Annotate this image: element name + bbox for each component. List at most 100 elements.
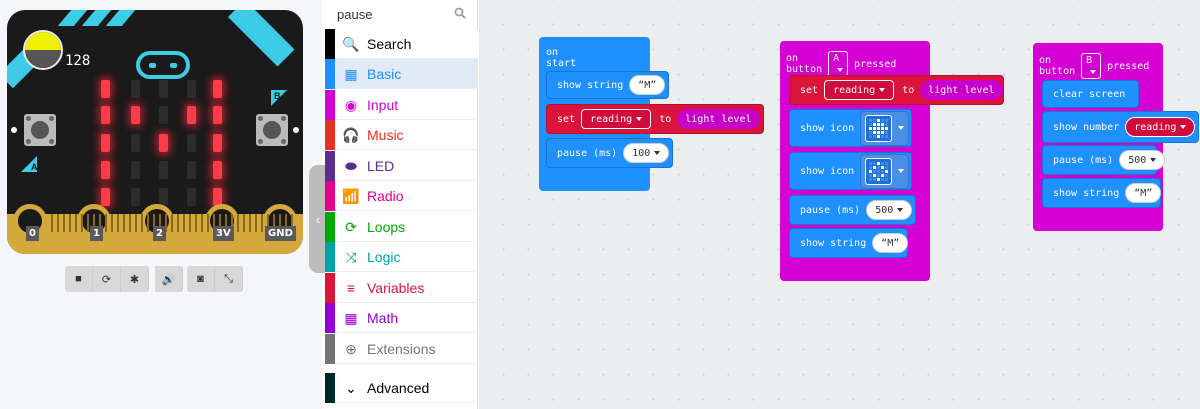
button-a[interactable] bbox=[24, 114, 56, 146]
fullscreen-button[interactable]: ⤡ bbox=[215, 266, 243, 292]
simulator-toolbar-2: 🔊 bbox=[155, 266, 183, 292]
blocks-workspace[interactable]: on start show string “M” set reading to … bbox=[479, 0, 1200, 409]
connector-tooth bbox=[111, 214, 113, 232]
connector-tooth bbox=[153, 214, 155, 232]
toolbox-category-basic[interactable]: ▦Basic bbox=[325, 59, 478, 89]
connector-tooth bbox=[273, 214, 275, 232]
toolbox-category-search[interactable]: 🔍Search bbox=[325, 29, 478, 59]
pause-block[interactable]: pause (ms) 500 bbox=[1042, 145, 1166, 175]
connector-tooth bbox=[261, 214, 263, 232]
led bbox=[101, 134, 110, 152]
led bbox=[101, 80, 110, 98]
led bbox=[159, 134, 168, 152]
string-input[interactable]: “M” bbox=[629, 75, 666, 95]
toolbox-category-input[interactable]: ◉Input bbox=[325, 90, 478, 120]
toolbox-category-led[interactable]: ⬬LED bbox=[325, 151, 478, 181]
block-label: clear screen bbox=[1053, 88, 1126, 100]
variable-dropdown[interactable]: reading bbox=[581, 109, 652, 129]
restart-button[interactable]: ⟳ bbox=[93, 266, 121, 292]
collapse-simulator-button[interactable]: ‹ bbox=[309, 165, 327, 273]
block-label: pause (ms) bbox=[1053, 154, 1114, 166]
chevron-left-icon: ‹ bbox=[315, 211, 321, 227]
icon-picker[interactable] bbox=[860, 110, 910, 146]
stop-button[interactable]: ■ bbox=[65, 266, 93, 292]
string-input[interactable]: “M” bbox=[1125, 183, 1162, 203]
light-level-block[interactable]: light level bbox=[677, 109, 760, 129]
button-b[interactable] bbox=[256, 114, 288, 146]
variable-reporter[interactable]: reading bbox=[1125, 117, 1196, 137]
toolbox-category-extensions[interactable]: ⊕Extensions bbox=[325, 334, 478, 364]
led bbox=[187, 188, 196, 206]
toolbox-category-logic[interactable]: ⤨Logic bbox=[325, 242, 478, 272]
bug-icon: ✱ bbox=[129, 273, 140, 286]
chevron-down-icon bbox=[897, 208, 904, 212]
toolbox-category-advanced[interactable]: ⌄Advanced bbox=[325, 373, 478, 403]
category-label: Input bbox=[367, 97, 399, 113]
toolbox-category-radio[interactable]: 📶Radio bbox=[325, 181, 478, 211]
set-variable-block[interactable]: set reading to light level bbox=[789, 75, 1004, 105]
toolbox-category-math[interactable]: ▦Math bbox=[325, 303, 478, 333]
icon-picker[interactable] bbox=[860, 153, 910, 189]
led bbox=[213, 188, 222, 206]
variable-name: reading bbox=[833, 84, 876, 96]
debug-button[interactable]: ✱ bbox=[121, 266, 149, 292]
clear-screen-block[interactable]: clear screen bbox=[1042, 80, 1139, 108]
screenshot-button[interactable]: ◙ bbox=[187, 266, 215, 292]
pause-value: 500 bbox=[1128, 154, 1147, 166]
chevron-down-icon bbox=[636, 117, 643, 121]
led bbox=[101, 161, 110, 179]
category-color-bar bbox=[325, 373, 335, 403]
led bbox=[187, 134, 196, 152]
pause-block[interactable]: pause (ms) 500 bbox=[789, 195, 916, 225]
connector-tooth bbox=[207, 214, 209, 232]
pause-block[interactable]: pause (ms) 100 bbox=[546, 138, 673, 168]
toolbox-category-variables[interactable]: ≡Variables bbox=[325, 273, 478, 303]
connector-tooth bbox=[69, 214, 71, 232]
show-string-block[interactable]: show string “M” bbox=[546, 71, 669, 99]
block-label: set bbox=[800, 84, 819, 96]
led-matrix bbox=[93, 80, 233, 210]
toolbox-category-music[interactable]: 🎧Music bbox=[325, 120, 478, 150]
category-color-bar bbox=[325, 273, 335, 303]
button-dropdown[interactable]: A bbox=[828, 51, 849, 77]
variable-dropdown[interactable]: reading bbox=[824, 80, 895, 100]
hat-header: on button B pressed bbox=[1039, 53, 1149, 79]
pin-label: 0 bbox=[26, 226, 39, 241]
button-dropdown[interactable]: B bbox=[1081, 53, 1102, 79]
led bbox=[159, 188, 168, 206]
string-input[interactable]: “M” bbox=[872, 233, 909, 253]
category-color-bar bbox=[325, 90, 335, 120]
show-number-block[interactable]: show number reading bbox=[1042, 111, 1199, 143]
show-string-block[interactable]: show string “M” bbox=[789, 228, 909, 258]
chevron-down-icon bbox=[1180, 125, 1187, 129]
pause-dropdown[interactable]: 500 bbox=[866, 200, 913, 220]
toolbox-category-loops[interactable]: ⟳Loops bbox=[325, 212, 478, 242]
show-icon-block[interactable]: show icon bbox=[789, 152, 912, 190]
category-label: LED bbox=[367, 158, 395, 174]
pause-dropdown[interactable]: 500 bbox=[1119, 150, 1166, 170]
led bbox=[213, 80, 222, 98]
category-color-bar bbox=[325, 29, 335, 59]
connector-tooth bbox=[99, 214, 101, 232]
pin-label: 2 bbox=[153, 226, 166, 241]
search-icon[interactable] bbox=[454, 7, 466, 19]
connector-tooth bbox=[231, 214, 233, 232]
block-label: show string bbox=[557, 79, 624, 91]
light-level-block[interactable]: light level bbox=[920, 80, 1003, 100]
search-input[interactable] bbox=[337, 6, 457, 22]
chevron-down-icon bbox=[898, 126, 905, 130]
led bbox=[187, 161, 196, 179]
block-label: show icon bbox=[800, 165, 855, 177]
led bbox=[159, 80, 168, 98]
mute-button[interactable]: 🔊 bbox=[155, 266, 183, 292]
on-start-label: on start bbox=[546, 47, 577, 69]
pause-dropdown[interactable]: 100 bbox=[623, 143, 670, 163]
light-level-sensor[interactable] bbox=[23, 30, 63, 70]
pause-value: 500 bbox=[875, 204, 894, 216]
category-color-bar bbox=[325, 120, 335, 150]
show-string-block[interactable]: show string “M” bbox=[1042, 178, 1162, 208]
category-color-bar bbox=[325, 181, 335, 211]
set-variable-block[interactable]: set reading to light level bbox=[546, 104, 764, 134]
show-icon-block[interactable]: show icon bbox=[789, 109, 912, 147]
led bbox=[213, 134, 222, 152]
